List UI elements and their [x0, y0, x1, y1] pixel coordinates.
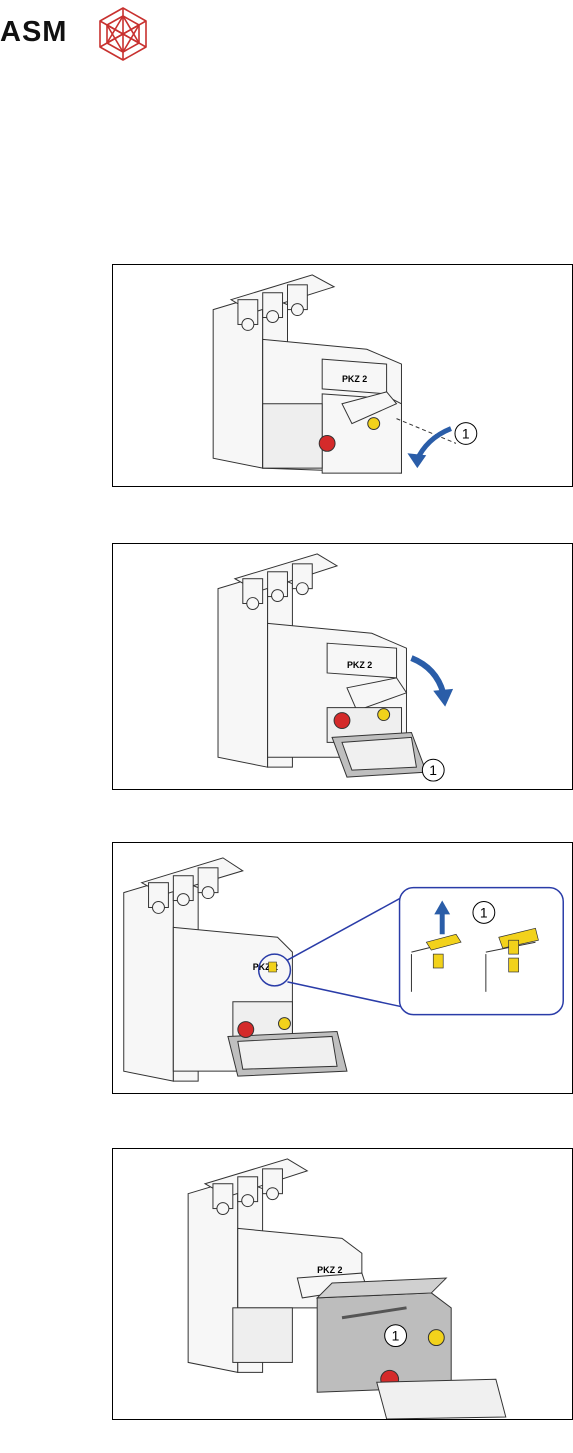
logo-text: ASM	[0, 16, 67, 49]
svg-text:1: 1	[462, 425, 470, 441]
pkz2-illustration-4: PKZ 2 1	[113, 1149, 572, 1419]
callout-1: 1	[385, 1325, 407, 1347]
device-label: PKZ 2	[347, 660, 372, 670]
pkz2-illustration-3: PKZ 2 1	[113, 843, 572, 1093]
figure-step-1: PKZ 2 1	[112, 264, 573, 487]
device-label: PKZ 2	[342, 374, 367, 384]
asm-hexagon-logo-icon	[95, 6, 151, 62]
pkz2-illustration-1: PKZ 2 1	[113, 265, 572, 486]
figure-step-2: PKZ 2 1	[112, 543, 573, 790]
svg-text:1: 1	[429, 762, 437, 778]
callout-1: 1	[422, 759, 444, 781]
pkz2-illustration-2: PKZ 2 1	[113, 544, 572, 789]
device-label: PKZ 2	[317, 1265, 342, 1275]
callout-1: 1	[455, 423, 477, 445]
fold-down-arrow-icon	[411, 658, 453, 707]
rotate-arrow-icon	[407, 429, 451, 469]
svg-text:1: 1	[480, 904, 488, 920]
figure-step-4: PKZ 2 1	[112, 1148, 573, 1420]
module-removed-icon	[317, 1278, 506, 1419]
company-logo: ASM	[0, 6, 170, 60]
callout-1: 1	[473, 902, 495, 924]
figure-step-3: PKZ 2 1	[112, 842, 573, 1094]
svg-text:1: 1	[392, 1328, 400, 1344]
